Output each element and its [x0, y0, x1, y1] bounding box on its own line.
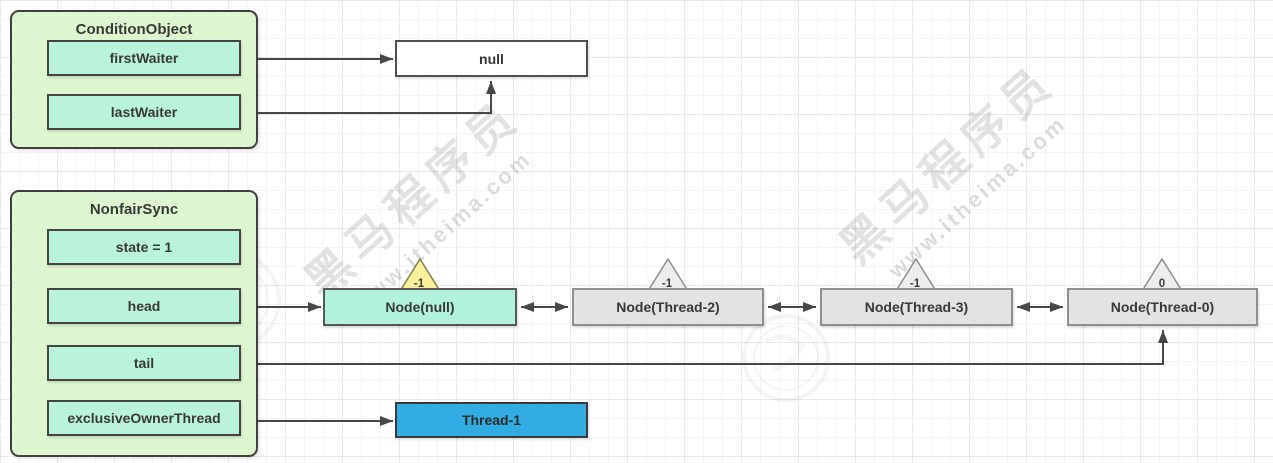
waitstatus-label-node4: 0 [1159, 278, 1165, 290]
nonfairsync-title: NonfairSync [89, 201, 179, 218]
nonfairsync-box: NonfairSync state = 1 head tail exclusiv… [10, 190, 258, 457]
queue-node-head: Node(null) [323, 288, 517, 326]
arrow-tail-to-last-node [245, 330, 1168, 369]
field-tail: tail [47, 345, 241, 381]
field-exclusiveownerthread: exclusiveOwnerThread [47, 400, 241, 436]
condition-object-box: ConditionObject firstWaiter lastWaiter [10, 10, 258, 149]
waitstatus-label-node2: -1 [662, 278, 673, 290]
queue-node-tail: Node(Thread-0) [1067, 288, 1258, 326]
waitstatus-label-node3: -1 [910, 278, 921, 290]
condition-object-title: ConditionObject [75, 21, 193, 38]
field-state: state = 1 [47, 229, 241, 265]
owner-thread-box: Thread-1 [395, 402, 588, 438]
field-lastwaiter: lastWaiter [47, 94, 241, 130]
field-firstwaiter: firstWaiter [47, 40, 241, 76]
null-value-box: null [395, 40, 588, 77]
waitstatus-label-node1: -1 [414, 278, 425, 290]
queue-node: Node(Thread-2) [572, 288, 764, 326]
queue-node: Node(Thread-3) [820, 288, 1013, 326]
arrow-lastwaiter-to-null [242, 81, 496, 114]
field-head: head [47, 288, 241, 324]
